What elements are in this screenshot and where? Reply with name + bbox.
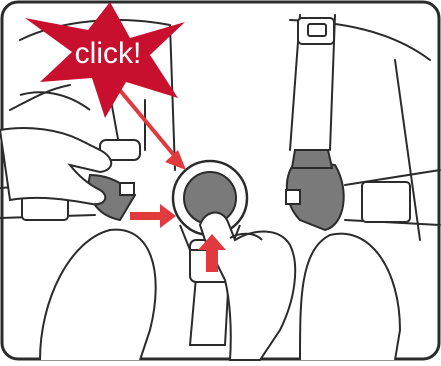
right-strap-buckle [362,182,410,222]
right-tongue-slot [286,190,300,204]
click-label: click! [75,37,142,70]
left-tongue-slot [120,183,134,195]
right-tongue-top [292,150,332,168]
right-strap-adjuster-slot [308,24,326,36]
